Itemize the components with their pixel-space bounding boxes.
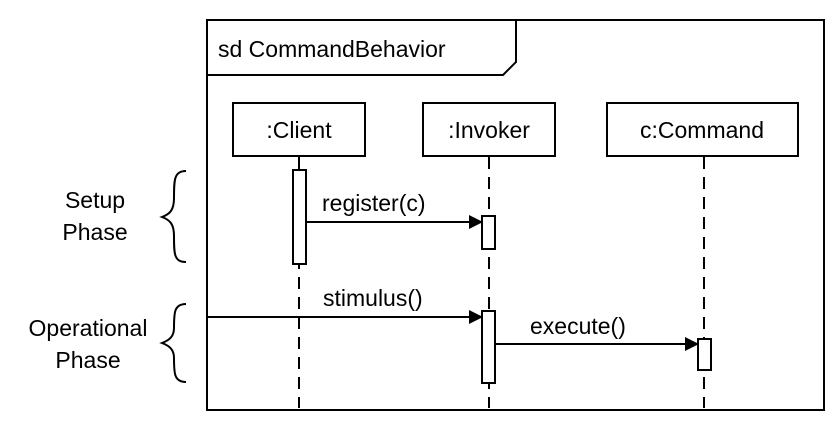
command-box	[606, 102, 799, 157]
operational-phase-label-line2: Phase	[55, 347, 120, 373]
command-lifeline-head: c:Command	[606, 102, 799, 157]
client-lifeline-head: :Client	[232, 102, 366, 157]
command-activation-bar	[697, 338, 712, 371]
client-label: :Client	[266, 117, 332, 143]
invoker-activation-bar-operational	[481, 310, 496, 384]
frame-label-tab	[207, 20, 517, 76]
stimulus-message-label: stimulus()	[323, 285, 423, 311]
operational-phase-label-line1: Operational	[29, 315, 148, 341]
frame-label: sd CommandBehavior	[218, 36, 446, 62]
setup-phase-label-line2: Phase	[62, 219, 127, 245]
client-box	[232, 102, 366, 157]
invoker-label: :Invoker	[448, 117, 530, 143]
execute-message-label: execute()	[530, 313, 626, 339]
setup-phase-label-line1: Setup	[65, 187, 125, 213]
operational-phase-brace	[159, 303, 187, 383]
setup-phase-brace	[159, 170, 187, 263]
client-activation-bar	[292, 169, 307, 265]
command-label: c:Command	[640, 117, 764, 143]
register-message-label: register(c)	[322, 190, 426, 216]
invoker-lifeline-head: :Invoker	[422, 102, 556, 157]
invoker-activation-bar-setup	[481, 215, 496, 250]
invoker-box	[422, 102, 556, 157]
